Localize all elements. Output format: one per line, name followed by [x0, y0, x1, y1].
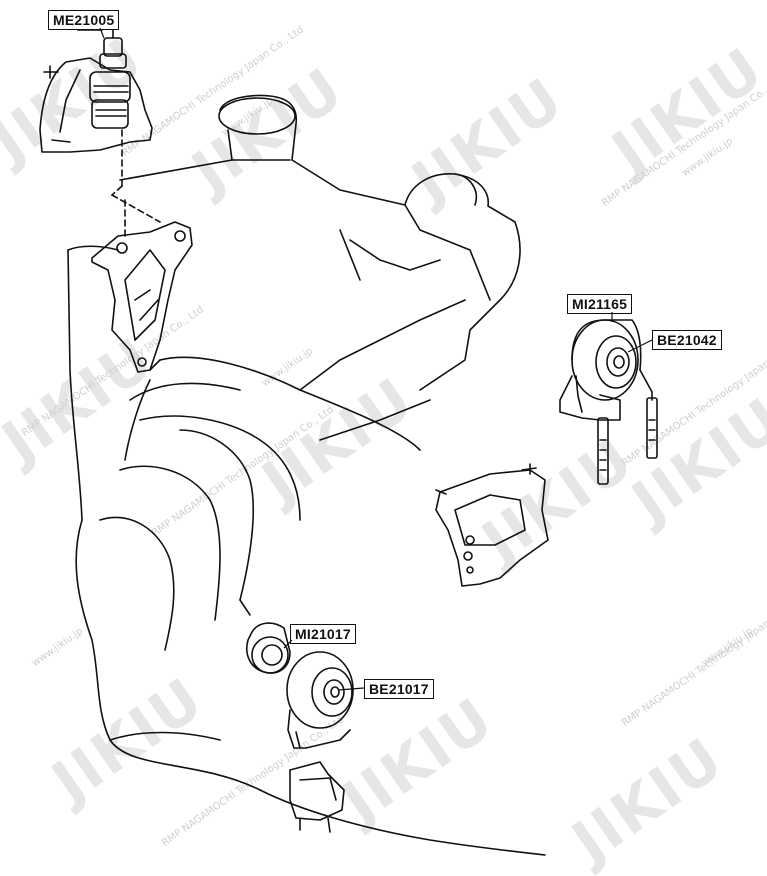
top-engine-mount	[39, 29, 153, 153]
label-be21017: BE21017	[364, 679, 434, 699]
engine-block	[67, 94, 546, 856]
label-be21042: BE21042	[652, 330, 722, 350]
front-bushing	[246, 622, 291, 674]
front-mount	[286, 651, 354, 833]
transmission-mount	[559, 319, 658, 485]
label-mi21165: MI21165	[567, 294, 633, 314]
side-bracket	[91, 221, 193, 373]
label-mi21017: MI21017	[290, 624, 356, 644]
assembly-guide-lines	[111, 129, 161, 241]
center-bracket	[435, 463, 549, 587]
label-me21005: ME21005	[48, 10, 120, 30]
